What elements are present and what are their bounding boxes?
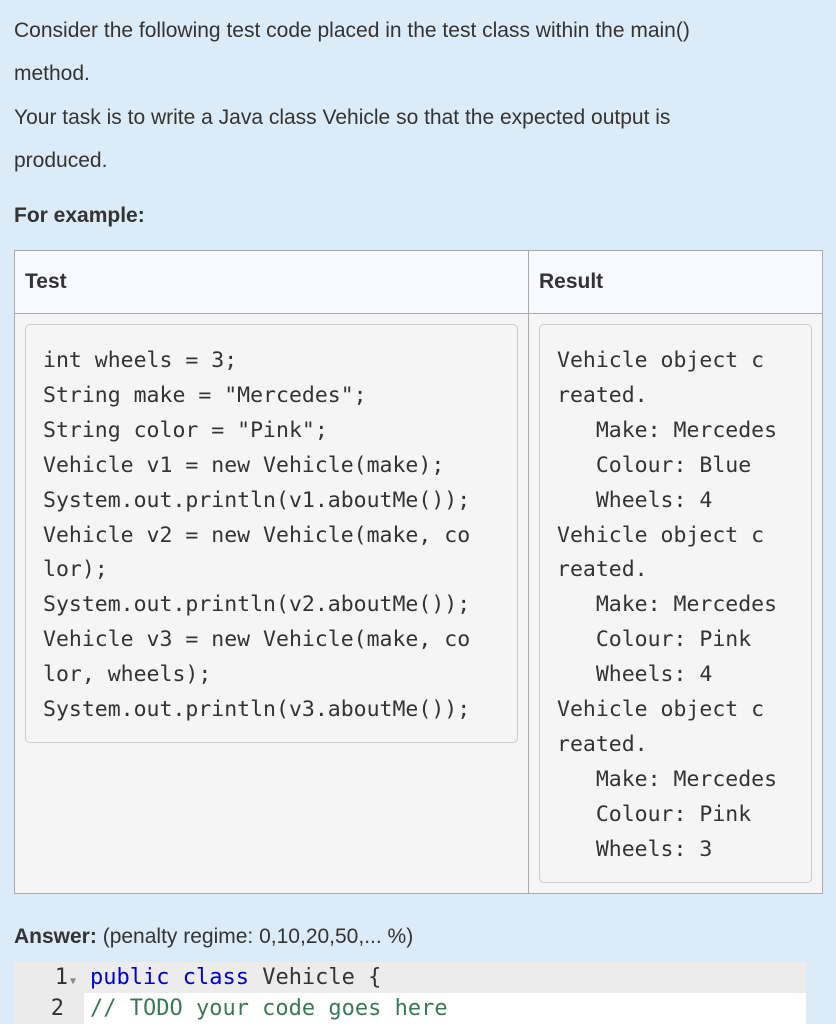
line-number: 1▼	[14, 962, 84, 993]
header-test: Test	[14, 250, 529, 314]
header-result: Result	[528, 250, 823, 314]
answer-heading: Answer: (penalty regime: 0,10,20,50,... …	[14, 925, 413, 949]
penalty-regime: (penalty regime: 0,10,20,50,... %)	[102, 925, 414, 948]
keyword: public class	[90, 965, 249, 990]
code-text: Vehicle {	[248, 965, 382, 990]
question-text-line-1: Consider the following test code placed …	[14, 19, 690, 42]
editor-line[interactable]: 1▼ public class Vehicle {	[14, 962, 806, 993]
question-text-line-2: method.	[14, 62, 90, 85]
example-label: For example:	[14, 204, 145, 227]
answer-label: Answer:	[14, 925, 97, 948]
line-number: 2	[14, 993, 84, 1024]
code-editor[interactable]: 1▼ public class Vehicle { 2 // TODO your…	[14, 962, 806, 1024]
question-text-line-3: Your task is to write a Java class Vehic…	[14, 106, 671, 129]
editor-line[interactable]: 2 // TODO your code goes here	[14, 993, 806, 1024]
test-code: int wheels = 3; String make = "Mercedes"…	[25, 324, 518, 743]
fold-arrow-icon[interactable]: ▼	[69, 976, 76, 987]
code-comment: // TODO your code goes here	[90, 996, 448, 1021]
question-text-line-4: produced.	[14, 149, 108, 172]
result-output: Vehicle object c reated. Make: Mercedes …	[539, 324, 812, 883]
example-table: Test Result int wheels = 3; String make …	[14, 250, 823, 894]
